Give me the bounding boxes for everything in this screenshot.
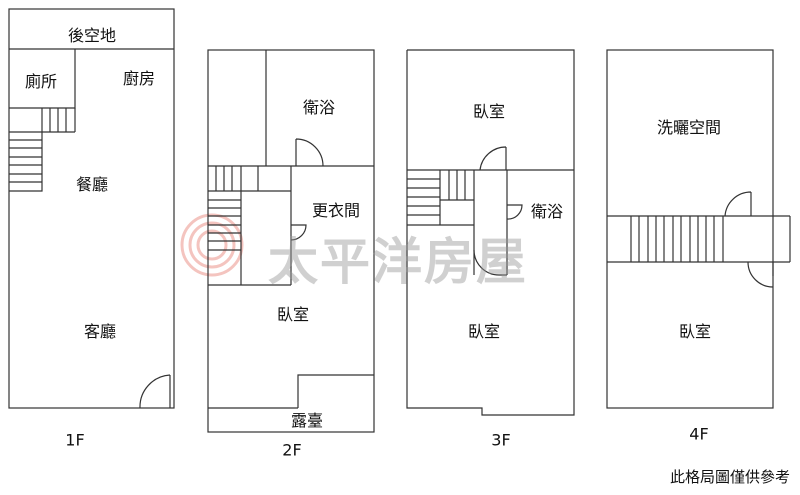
- floor-label-2f: 2F: [282, 440, 302, 460]
- room-backyard: 後空地: [67, 26, 117, 45]
- room-bedroom-4f: 臥室: [678, 322, 712, 341]
- room-toilet: 廁所: [24, 72, 58, 91]
- room-terrace: 露臺: [290, 411, 324, 430]
- disclaimer-note: 此格局圖僅供參考: [669, 468, 790, 486]
- watermark-logo: [180, 213, 244, 277]
- room-bathroom-2f: 衛浴: [302, 98, 336, 117]
- room-bedroom-3f-back: 臥室: [472, 102, 506, 121]
- room-bathroom-3f: 衛浴: [530, 202, 564, 221]
- watermark-text: 太平洋房屋: [268, 232, 528, 291]
- floor-4f-plan: [606, 49, 791, 409]
- room-dining: 餐廳: [75, 175, 109, 194]
- room-bedroom-3f-front: 臥室: [467, 322, 501, 341]
- room-laundry: 洗曬空間: [656, 118, 722, 137]
- room-closet: 更衣間: [311, 201, 361, 220]
- room-living: 客廳: [83, 322, 117, 341]
- floor-label-4f: 4F: [689, 424, 709, 444]
- floor-label-3f: 3F: [491, 430, 511, 450]
- room-bedroom-2f: 臥室: [276, 305, 310, 324]
- floor-3f-plan: [406, 49, 575, 416]
- floor-2f-plan: [207, 49, 375, 433]
- room-kitchen: 廚房: [122, 69, 156, 88]
- floor-label-1f: 1F: [65, 430, 85, 450]
- floor-1f-plan: [8, 8, 175, 409]
